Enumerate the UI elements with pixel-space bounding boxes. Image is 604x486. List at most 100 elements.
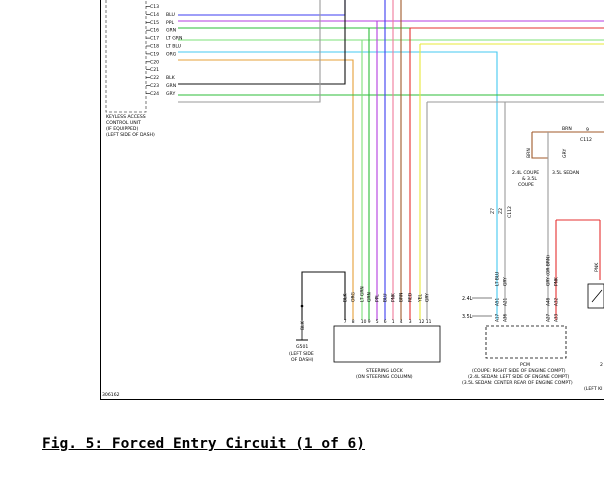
wire-blk-ground (301, 271, 346, 320)
connector-label: Z2 (498, 208, 504, 214)
connector-label: C112 (507, 206, 513, 218)
steering-lock-pin: 8 (352, 319, 355, 325)
keyless-pin-wire: ORG (166, 51, 177, 57)
steering-lock-wire-label: BLU (383, 294, 389, 302)
keyless-pin-number: C21 (150, 67, 159, 73)
pcm-label: (COUPE: RIGHT SIDE OF ENGINE COMPT) (472, 368, 566, 374)
brn-right-wire: GRY (562, 149, 568, 158)
steering-lock-wire-label: ORG (351, 291, 357, 302)
keyless-pin-number: C16 (150, 28, 159, 34)
keyless-wires (178, 0, 604, 320)
ground-label-line: (LEFT SIDE (289, 351, 314, 357)
keyless-pin-wire: GRN (166, 28, 176, 34)
right-edge-letter: 2 (600, 362, 603, 368)
keyless-pin-number: C18 (150, 44, 159, 50)
steering-lock-label: STEERING LOCK (366, 368, 404, 374)
steering-lock-wire-label: BLK (343, 294, 349, 302)
pcm-label: (3.5L SEDAN: CENTER REAR OF ENGINE COMPT… (462, 380, 573, 386)
ground-wire-label: BLK (300, 320, 306, 330)
pcm-box (485, 325, 567, 359)
keyless-pin-number: C23 (150, 83, 159, 89)
steering-lock-pin: 10 (361, 319, 367, 325)
keyless-pin-number: C17 (150, 36, 159, 42)
steering-lock-pin: 4 (400, 319, 403, 325)
keyless-label-line: CONTROL UNIT (106, 120, 141, 126)
steering-lock-wire-label: RED (408, 292, 414, 302)
steering-lock-wire-label: BRN (399, 293, 405, 302)
pcm-pin: A17 (495, 313, 500, 322)
pcm-right-pin: A48 (546, 297, 551, 306)
steering-lock-pin: 6 (384, 319, 387, 325)
pcm-pin: A51 (495, 297, 500, 306)
figure-id: 306162 (102, 392, 120, 398)
wire-pnk-right (555, 219, 600, 320)
keyless-label-line: KEYLESS ACCESS (106, 114, 146, 120)
keyless-label-line: (IF EQUIPPED) (106, 126, 138, 132)
wire-gry-drop (426, 101, 604, 320)
steering-lock-pin: 7 (344, 319, 347, 325)
pcm-variant: 2.4L (462, 296, 473, 302)
keyless-pin-wire: PPL (166, 20, 175, 26)
steering-lock-wire-label: GRY (425, 293, 431, 302)
diagram-frame (100, 0, 604, 400)
keyless-pin-number: C15 (150, 20, 159, 26)
keyless-pin-wire: LT BLU (166, 44, 181, 50)
steering-lock-wire-label: PNK (391, 293, 397, 302)
keyless-pin-wire: GRN (166, 83, 176, 89)
pcm-pin: A36 (503, 313, 508, 322)
pcm-label: PCM (520, 362, 530, 368)
connector-label-group: Z7 Z2 C112 (490, 206, 513, 218)
right-edge-fragments: PNK 2 (LEFT KI (584, 262, 604, 392)
brn-pin: 9 (586, 127, 589, 133)
brn-junction-labels: BRN 9 C112 BRN GRY 2.4L COUPE & 3.5L COU… (512, 126, 592, 188)
ground-symbol: BLK G501 (LEFT SIDE OF DASH) (289, 304, 314, 363)
right-edge-wire: PNK (594, 262, 600, 272)
coupe-label: 2.4L COUPE (512, 170, 539, 176)
keyless-unit-outline (105, 0, 147, 113)
steering-lock-pin: 11 (426, 319, 432, 325)
steering-lock-pin: 12 (419, 319, 425, 325)
steering-lock-wire-label: GRN (367, 292, 373, 302)
steering-lock-pin: 9 (368, 319, 371, 325)
keyless-pin-number: C14 (150, 12, 159, 18)
pcm-right-wire-label: PNK (554, 277, 560, 286)
keyless-pin-number: C24 (150, 91, 159, 97)
right-edge-fragment: (LEFT KI (584, 386, 602, 392)
steering-lock-label: (ON STEERING COLUMN) (356, 374, 413, 380)
pcm-wire-label: GRY (503, 277, 509, 286)
figure-caption: Fig. 5: Forced Entry Circuit (1 of 6) (42, 436, 366, 452)
keyless-pin-wire: LT GRN (166, 36, 182, 42)
keyless-pin-wire: BLU (166, 12, 175, 18)
wire-org (178, 59, 354, 320)
keyless-label-line: (LEFT SIDE OF DASH) (106, 132, 155, 138)
brn-label: BRN (562, 126, 572, 132)
keyless-pin-number: C20 (150, 59, 159, 65)
coupe-label: COUPE (518, 182, 534, 188)
steering-lock-wire-label: PPL (375, 294, 381, 302)
keyless-pin-wire: GRY (166, 91, 175, 97)
wire-ltblu (178, 51, 498, 320)
pcm-label: (2.4L SEDAN: LEFT SIDE OF ENGINE COMPT) (468, 374, 570, 380)
steering-lock-pin: 1 (392, 319, 395, 325)
ground-label-line: G501 (296, 344, 308, 350)
pcm-right-pin: A33 (554, 313, 559, 322)
steering-lock-wire-label: LT GRN (360, 286, 366, 302)
connector-label: Z7 (490, 208, 496, 214)
keyless-pin-number: C22 (150, 75, 159, 81)
wire-blk-c22 (178, 0, 346, 85)
wire-yel-drop (419, 43, 604, 320)
pcm-wire-label: LT BLU (495, 272, 501, 286)
pcm-variant: 3.5L (462, 314, 473, 320)
pcm-right-pin: A27 (546, 313, 551, 322)
keyless-unit-label: KEYLESS ACCESS CONTROL UNIT (IF EQUIPPED… (106, 114, 155, 138)
keyless-pin-number: C19 (150, 51, 159, 57)
sedan-label: 3.5L SEDAN (552, 170, 579, 176)
wire-gry-c24 (178, 0, 321, 103)
steering-lock-box (333, 325, 441, 363)
wire-brn-junction (531, 131, 604, 159)
steering-lock-pin: 3 (409, 319, 412, 325)
ground-label-line: OF DASH) (291, 357, 314, 363)
